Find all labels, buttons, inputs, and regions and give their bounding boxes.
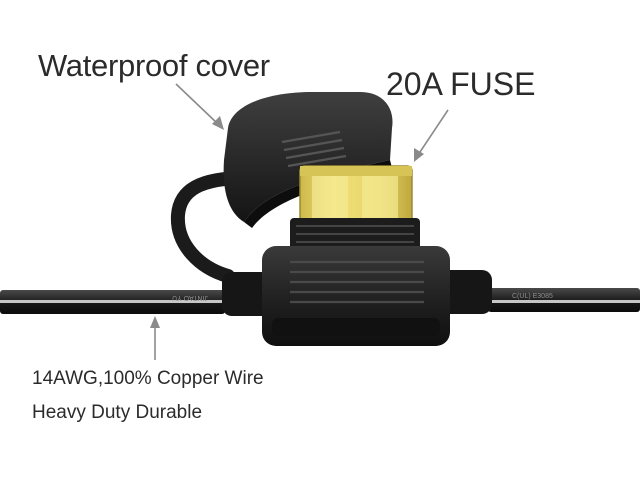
- arrow-fuse: [414, 109, 449, 162]
- holder-collar: [290, 218, 420, 254]
- wire-print-left: JINTAO YU: [172, 294, 208, 301]
- wire-print-right: C(UL) E3085: [512, 293, 553, 300]
- cover-tether: [170, 171, 253, 283]
- cover-grip-ridges: [281, 130, 347, 168]
- wire-spec-label: 14AWG,100% Copper Wire: [32, 368, 264, 389]
- arrow-cover: [175, 83, 224, 130]
- left-wire: [0, 290, 225, 314]
- fuse-rating-label: 20A FUSE: [386, 66, 536, 102]
- arrow-wire: [150, 316, 160, 360]
- holder-body: [222, 246, 492, 346]
- fuse-blade: [299, 165, 413, 227]
- right-wire: [488, 288, 640, 312]
- durability-label: Heavy Duty Durable: [32, 402, 203, 423]
- waterproof-cover-label: Waterproof cover: [38, 48, 270, 83]
